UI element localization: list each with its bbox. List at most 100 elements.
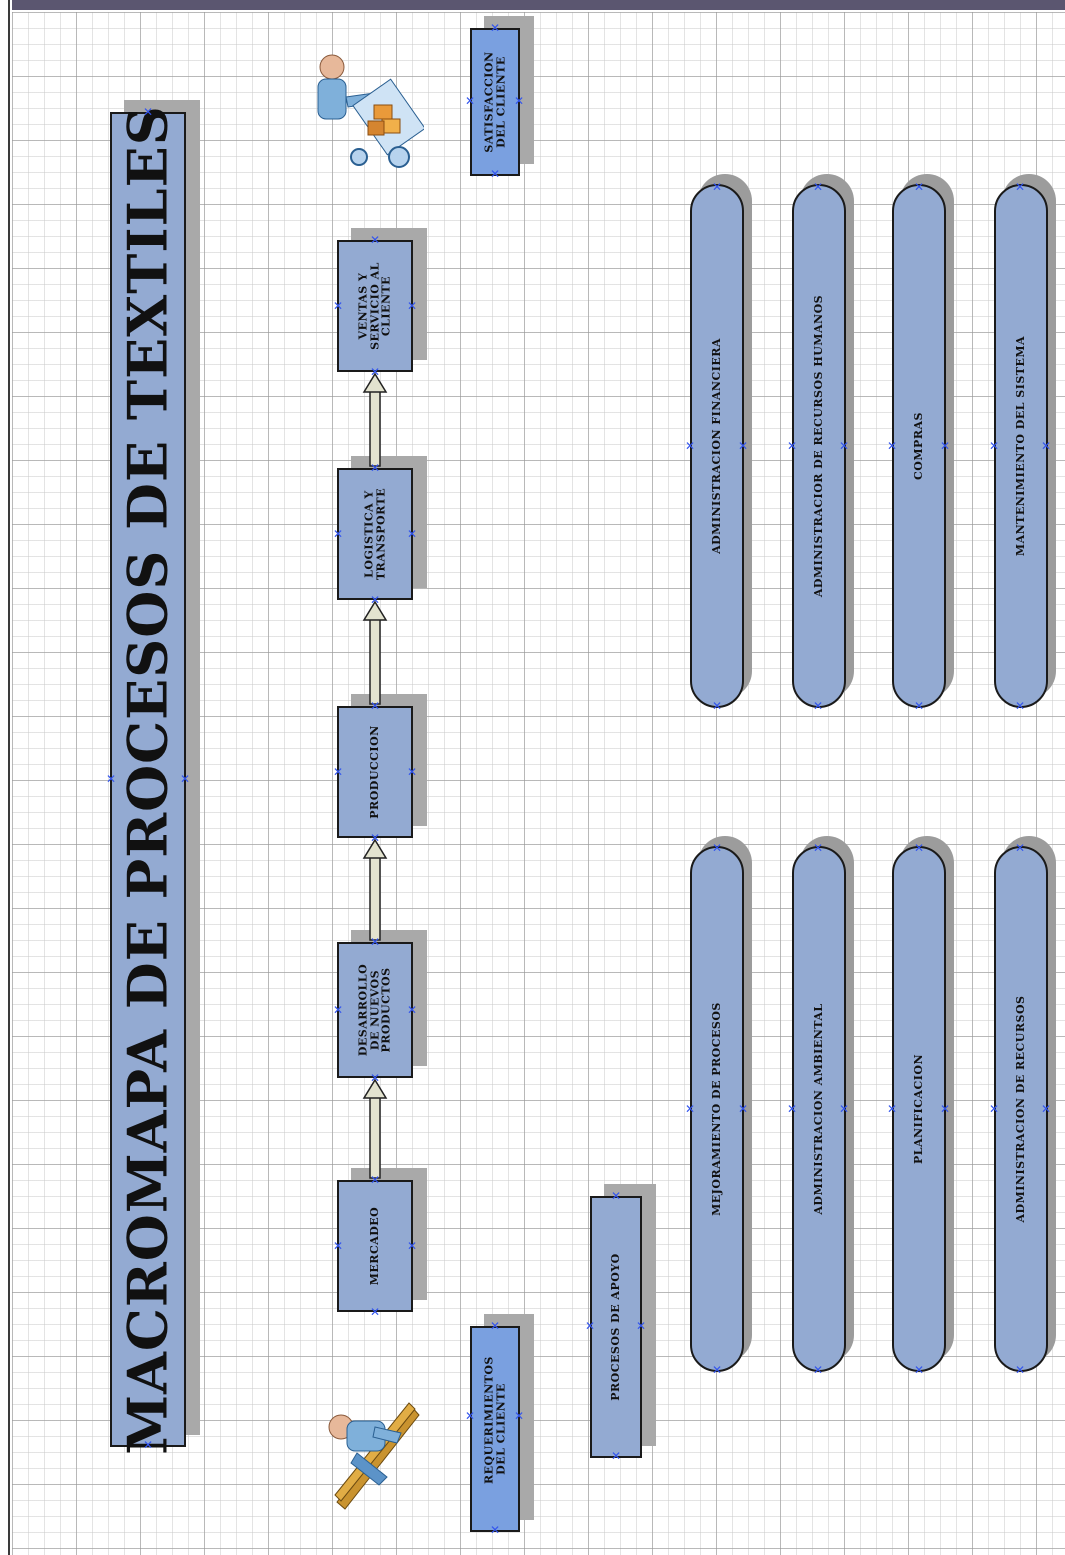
diagram-canvas[interactable]: MACROMAPA DE PROCESOS DE TEXTILES SATISF…: [12, 12, 1065, 1555]
support-pill-rrhh[interactable]: ADMINISTRACIOR DE RECURSOS HUMANOS: [792, 184, 846, 708]
selection-handle-icon[interactable]: ✕: [711, 1363, 723, 1377]
selection-handle-icon[interactable]: ✕: [489, 167, 501, 181]
selection-handle-icon[interactable]: ✕: [786, 439, 798, 453]
selection-handle-icon[interactable]: ✕: [1014, 180, 1026, 194]
selection-handle-icon[interactable]: ✕: [812, 1363, 824, 1377]
selection-handle-icon[interactable]: ✕: [812, 699, 824, 713]
selection-handle-icon[interactable]: ✕: [711, 180, 723, 194]
selection-handle-icon[interactable]: ✕: [406, 1239, 418, 1253]
process-box-logistica[interactable]: LOGISTICA Y TRANSPORTE: [337, 468, 413, 600]
customer-satisfaction-box[interactable]: SATISFACCION DEL CLIENTE: [470, 28, 520, 176]
process-label-produccion: PRODUCCION: [368, 725, 382, 819]
selection-handle-icon[interactable]: ✕: [988, 1102, 1000, 1116]
selection-handle-icon[interactable]: ✕: [464, 1409, 476, 1423]
selection-handle-icon[interactable]: ✕: [489, 21, 501, 35]
selection-handle-icon[interactable]: ✕: [369, 233, 381, 247]
process-box-mercadeo[interactable]: MERCADEO: [337, 1180, 413, 1312]
diagram-title: MACROMAPA DE PROCESOS DE TEXTILES: [115, 104, 180, 1455]
selection-handle-icon[interactable]: ✕: [610, 1189, 622, 1203]
selection-handle-icon[interactable]: ✕: [513, 1409, 525, 1423]
support-pill-planificacion[interactable]: PLANIFICACION: [892, 846, 946, 1372]
support-label-mejoramiento: MEJORAMIENTO DE PROCESOS: [710, 1002, 724, 1216]
support-pill-mejoramiento[interactable]: MEJORAMIENTO DE PROCESOS: [690, 846, 744, 1372]
selection-handle-icon[interactable]: ✕: [369, 593, 381, 607]
flow-arrow-4: [362, 372, 388, 467]
canvas-left-border: [0, 0, 12, 1555]
selection-handle-icon[interactable]: ✕: [369, 831, 381, 845]
selection-handle-icon[interactable]: ✕: [786, 1102, 798, 1116]
selection-handle-icon[interactable]: ✕: [332, 1239, 344, 1253]
selection-handle-icon[interactable]: ✕: [406, 1003, 418, 1017]
selection-handle-icon[interactable]: ✕: [464, 94, 476, 108]
support-pill-ambiental[interactable]: ADMINISTRACION AMBIENTAL: [792, 846, 846, 1372]
selection-handle-icon[interactable]: ✕: [489, 1523, 501, 1537]
customer-requirements-box[interactable]: REQUERIMIENTOS DEL CLIENTE: [470, 1326, 520, 1532]
selection-handle-icon[interactable]: ✕: [179, 772, 191, 786]
selection-handle-icon[interactable]: ✕: [369, 461, 381, 475]
support-label-ambiental: ADMINISTRACION AMBIENTAL: [812, 1003, 826, 1215]
selection-handle-icon[interactable]: ✕: [886, 439, 898, 453]
selection-handle-icon[interactable]: ✕: [737, 1102, 749, 1116]
support-label-mantenimiento: MANTENIMIENTO DEL SISTEMA: [1014, 335, 1028, 557]
selection-handle-icon[interactable]: ✕: [584, 1319, 596, 1333]
selection-handle-icon[interactable]: ✕: [406, 299, 418, 313]
selection-handle-icon[interactable]: ✕: [513, 94, 525, 108]
selection-handle-icon[interactable]: ✕: [711, 841, 723, 855]
selection-handle-icon[interactable]: ✕: [913, 699, 925, 713]
selection-handle-icon[interactable]: ✕: [1040, 1102, 1052, 1116]
selection-handle-icon[interactable]: ✕: [812, 180, 824, 194]
selection-handle-icon[interactable]: ✕: [142, 1438, 154, 1452]
selection-handle-icon[interactable]: ✕: [142, 105, 154, 119]
selection-handle-icon[interactable]: ✕: [1014, 1363, 1026, 1377]
selection-handle-icon[interactable]: ✕: [838, 1102, 850, 1116]
support-header-box[interactable]: PROCESOS DE APOYO: [590, 1196, 642, 1458]
selection-handle-icon[interactable]: ✕: [988, 439, 1000, 453]
customer-requirements-label: REQUERIMIENTOS DEL CLIENTE: [482, 1356, 507, 1484]
process-label-desarrollo: DESARROLLO DE NUEVOS PRODUCTOS: [356, 963, 393, 1057]
selection-handle-icon[interactable]: ✕: [332, 299, 344, 313]
selection-handle-icon[interactable]: ✕: [369, 1173, 381, 1187]
process-box-ventas[interactable]: VENTAS Y SERVICIO AL CLIENTE: [337, 240, 413, 372]
selection-handle-icon[interactable]: ✕: [489, 1319, 501, 1333]
selection-handle-icon[interactable]: ✕: [406, 527, 418, 541]
support-pill-adm-financiera[interactable]: ADMINISTRACION FINANCIERA: [690, 184, 744, 708]
support-pill-mantenimiento[interactable]: MANTENIMIENTO DEL SISTEMA: [994, 184, 1048, 708]
selection-handle-icon[interactable]: ✕: [838, 439, 850, 453]
selection-handle-icon[interactable]: ✕: [332, 765, 344, 779]
selection-handle-icon[interactable]: ✕: [406, 765, 418, 779]
selection-handle-icon[interactable]: ✕: [684, 1102, 696, 1116]
selection-handle-icon[interactable]: ✕: [332, 527, 344, 541]
title-box[interactable]: MACROMAPA DE PROCESOS DE TEXTILES: [110, 105, 186, 1454]
process-label-mercadeo: MERCADEO: [368, 1206, 382, 1286]
selection-handle-icon[interactable]: ✕: [369, 1071, 381, 1085]
selection-handle-icon[interactable]: ✕: [913, 1363, 925, 1377]
selection-handle-icon[interactable]: ✕: [635, 1319, 647, 1333]
selection-handle-icon[interactable]: ✕: [939, 439, 951, 453]
selection-handle-icon[interactable]: ✕: [105, 772, 117, 786]
support-pill-compras[interactable]: COMPRAS: [892, 184, 946, 708]
selection-handle-icon[interactable]: ✕: [913, 841, 925, 855]
selection-handle-icon[interactable]: ✕: [939, 1102, 951, 1116]
selection-handle-icon[interactable]: ✕: [369, 1305, 381, 1319]
selection-handle-icon[interactable]: ✕: [332, 1003, 344, 1017]
selection-handle-icon[interactable]: ✕: [812, 841, 824, 855]
process-box-produccion[interactable]: PRODUCCION: [337, 706, 413, 838]
selection-handle-icon[interactable]: ✕: [610, 1449, 622, 1463]
selection-handle-icon[interactable]: ✕: [886, 1102, 898, 1116]
support-label-adm-financiera: ADMINISTRACION FINANCIERA: [710, 338, 724, 554]
selection-handle-icon[interactable]: ✕: [1014, 841, 1026, 855]
support-label-rrhh: ADMINISTRACIOR DE RECURSOS HUMANOS: [812, 294, 826, 598]
selection-handle-icon[interactable]: ✕: [369, 365, 381, 379]
process-box-desarrollo[interactable]: DESARROLLO DE NUEVOS PRODUCTOS: [337, 942, 413, 1078]
selection-handle-icon[interactable]: ✕: [913, 180, 925, 194]
selection-handle-icon[interactable]: ✕: [684, 439, 696, 453]
flow-arrow-2: [362, 838, 388, 941]
selection-handle-icon[interactable]: ✕: [369, 699, 381, 713]
selection-handle-icon[interactable]: ✕: [1040, 439, 1052, 453]
selection-handle-icon[interactable]: ✕: [711, 699, 723, 713]
selection-handle-icon[interactable]: ✕: [737, 439, 749, 453]
customer-delivery-icon: [317, 54, 424, 168]
support-pill-adm-recursos[interactable]: ADMINISTRACION DE RECURSOS: [994, 846, 1048, 1372]
selection-handle-icon[interactable]: ✕: [369, 935, 381, 949]
selection-handle-icon[interactable]: ✕: [1014, 699, 1026, 713]
